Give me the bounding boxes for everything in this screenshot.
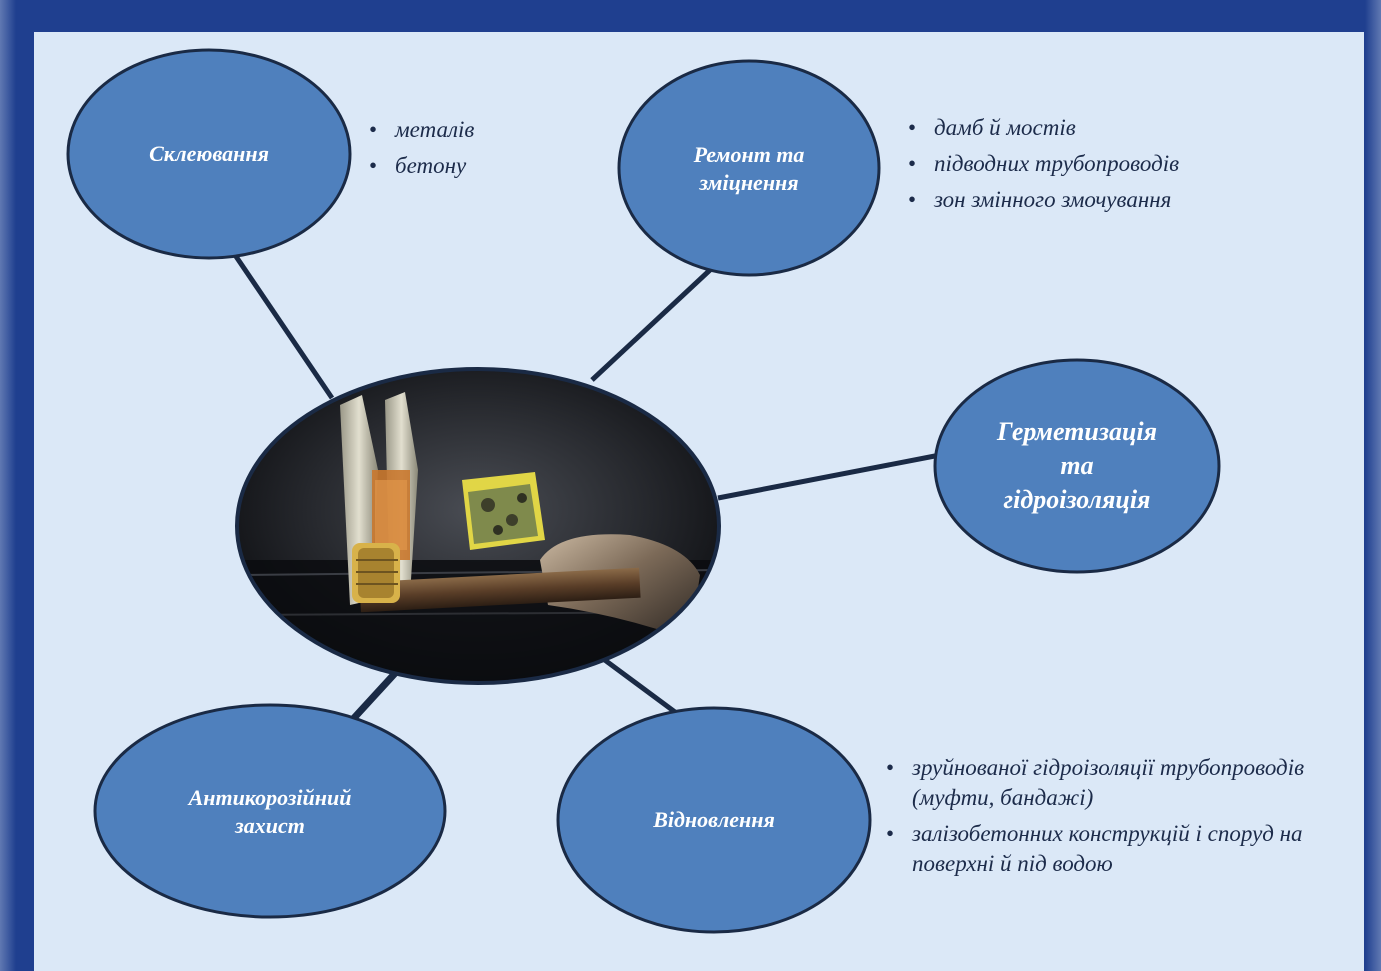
gluing-items-list: металів бетону <box>363 112 583 184</box>
node-gluing-shape <box>66 48 352 260</box>
node-repair-shape <box>617 59 881 277</box>
node-anticorrosion-shape <box>93 703 447 919</box>
list-item: дамб й мостів <box>902 110 1342 146</box>
list-item: зруйнованої гідроізоляції трубопроводів … <box>880 753 1350 813</box>
connector-sealing <box>717 452 941 501</box>
list-item: підводних трубопроводів <box>902 146 1342 182</box>
list-item: бетону <box>363 148 583 184</box>
node-restoration-shape <box>556 706 872 934</box>
node-gluing-label: Склеювання <box>149 141 269 166</box>
list-item: зон змінного змочування <box>902 182 1342 218</box>
node-sealing-shape <box>933 358 1221 574</box>
list-item: металів <box>363 112 583 148</box>
node-sealing-label: Герметизація та гідроізоляція <box>996 417 1158 514</box>
connector-repair <box>590 268 712 382</box>
center-image <box>235 367 721 685</box>
node-repair-label: Ремонт та зміцнення <box>693 142 805 195</box>
list-item: залізобетонних конструкцій і споруд на п… <box>880 819 1350 879</box>
node-restoration-label: Відновлення <box>653 807 775 832</box>
connector-gluing <box>230 250 335 400</box>
restoration-items-list: зруйнованої гідроізоляції трубопроводів … <box>880 753 1350 885</box>
node-anticorrosion-label: Антикорозійний захист <box>188 785 352 838</box>
connector-restoration <box>596 652 677 715</box>
repair-items-list: дамб й мостів підводних трубопроводів зо… <box>902 110 1342 218</box>
